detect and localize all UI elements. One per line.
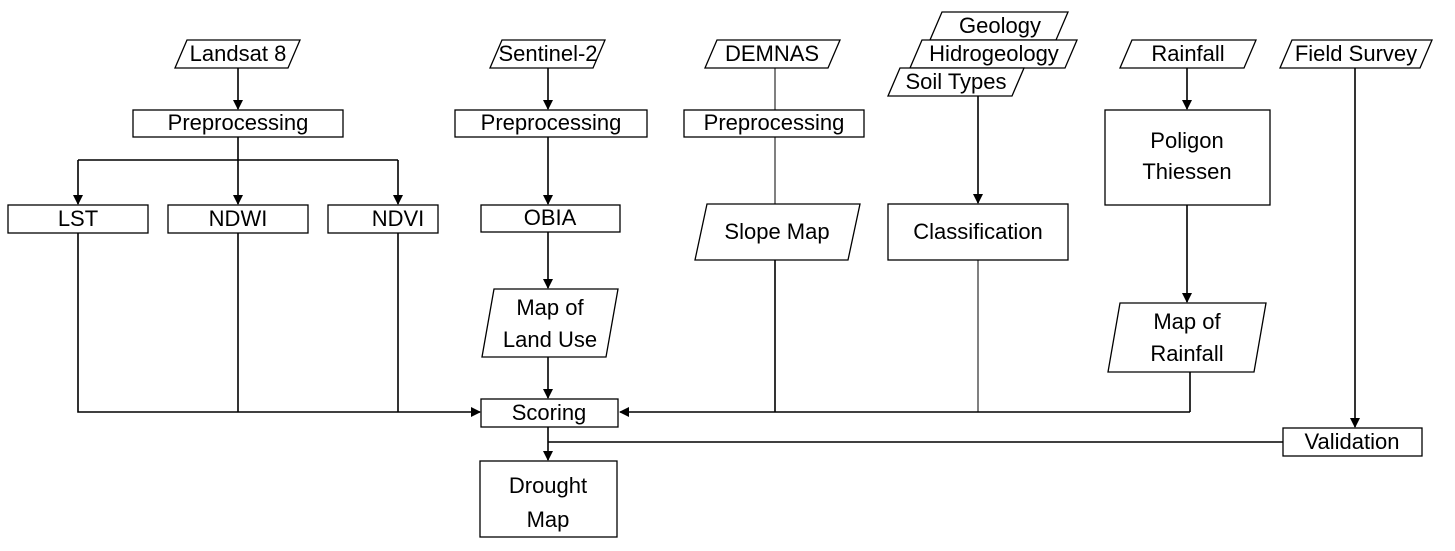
preprocessing-landsat: Preprocessing: [132, 109, 344, 138]
input-sentinel: Sentinel-2: [489, 39, 606, 69]
input-field-survey: Field Survey: [1279, 39, 1433, 69]
input-rainfall: Rainfall: [1119, 39, 1257, 69]
svg-text:Classification: Classification: [913, 219, 1043, 244]
ndwi-box: NDWI: [167, 204, 309, 234]
validation-box: Validation: [1282, 427, 1423, 457]
svg-text:LST: LST: [58, 206, 98, 231]
svg-text:Rainfall: Rainfall: [1150, 341, 1223, 366]
obia-box: OBIA: [480, 204, 621, 233]
svg-text:Landsat 8: Landsat 8: [190, 41, 287, 66]
svg-text:Rainfall: Rainfall: [1151, 41, 1224, 66]
svg-text:Map of: Map of: [516, 295, 584, 320]
map-of-rainfall: Map of Rainfall: [1107, 302, 1267, 373]
preprocessing-demnas: Preprocessing: [683, 109, 865, 138]
svg-text:Field Survey: Field Survey: [1295, 41, 1417, 66]
svg-text:Map of: Map of: [1153, 309, 1221, 334]
scoring-box: Scoring: [480, 398, 619, 428]
svg-text:Soil Types: Soil Types: [905, 69, 1006, 94]
svg-text:Scoring: Scoring: [512, 400, 587, 425]
input-demnas: DEMNAS: [704, 39, 841, 69]
preprocessing-sentinel: Preprocessing: [454, 109, 648, 138]
svg-text:Drought: Drought: [509, 473, 587, 498]
ndvi-box: NDVI: [327, 204, 439, 234]
slope-map: Slope Map: [694, 203, 861, 261]
svg-text:Slope Map: Slope Map: [724, 219, 829, 244]
svg-text:Hidrogeology: Hidrogeology: [929, 41, 1059, 66]
svg-text:Validation: Validation: [1305, 429, 1400, 454]
svg-text:DEMNAS: DEMNAS: [725, 41, 819, 66]
svg-text:NDWI: NDWI: [209, 206, 268, 231]
svg-text:Sentinel-2: Sentinel-2: [498, 41, 597, 66]
svg-text:Preprocessing: Preprocessing: [168, 110, 309, 135]
input-hidrogeology: Hidrogeology: [909, 39, 1078, 69]
classification-box: Classification: [887, 203, 1069, 261]
svg-text:Preprocessing: Preprocessing: [481, 110, 622, 135]
svg-text:Preprocessing: Preprocessing: [704, 110, 845, 135]
input-landsat: Landsat 8: [174, 39, 301, 69]
input-geology: Geology: [929, 11, 1069, 41]
connectors: [73, 68, 1360, 461]
svg-text:Thiessen: Thiessen: [1142, 159, 1231, 184]
lst-box: LST: [7, 204, 149, 234]
svg-text:OBIA: OBIA: [524, 205, 577, 230]
line-lst-scoring: [77, 233, 238, 413]
svg-text:Map: Map: [527, 507, 570, 532]
svg-text:Poligon: Poligon: [1150, 128, 1223, 153]
svg-text:Geology: Geology: [959, 13, 1041, 38]
svg-text:Land Use: Land Use: [503, 327, 597, 352]
input-soil-types: Soil Types: [887, 67, 1025, 97]
map-land-use: Map of Land Use: [481, 288, 619, 358]
svg-text:NDVI: NDVI: [372, 206, 425, 231]
